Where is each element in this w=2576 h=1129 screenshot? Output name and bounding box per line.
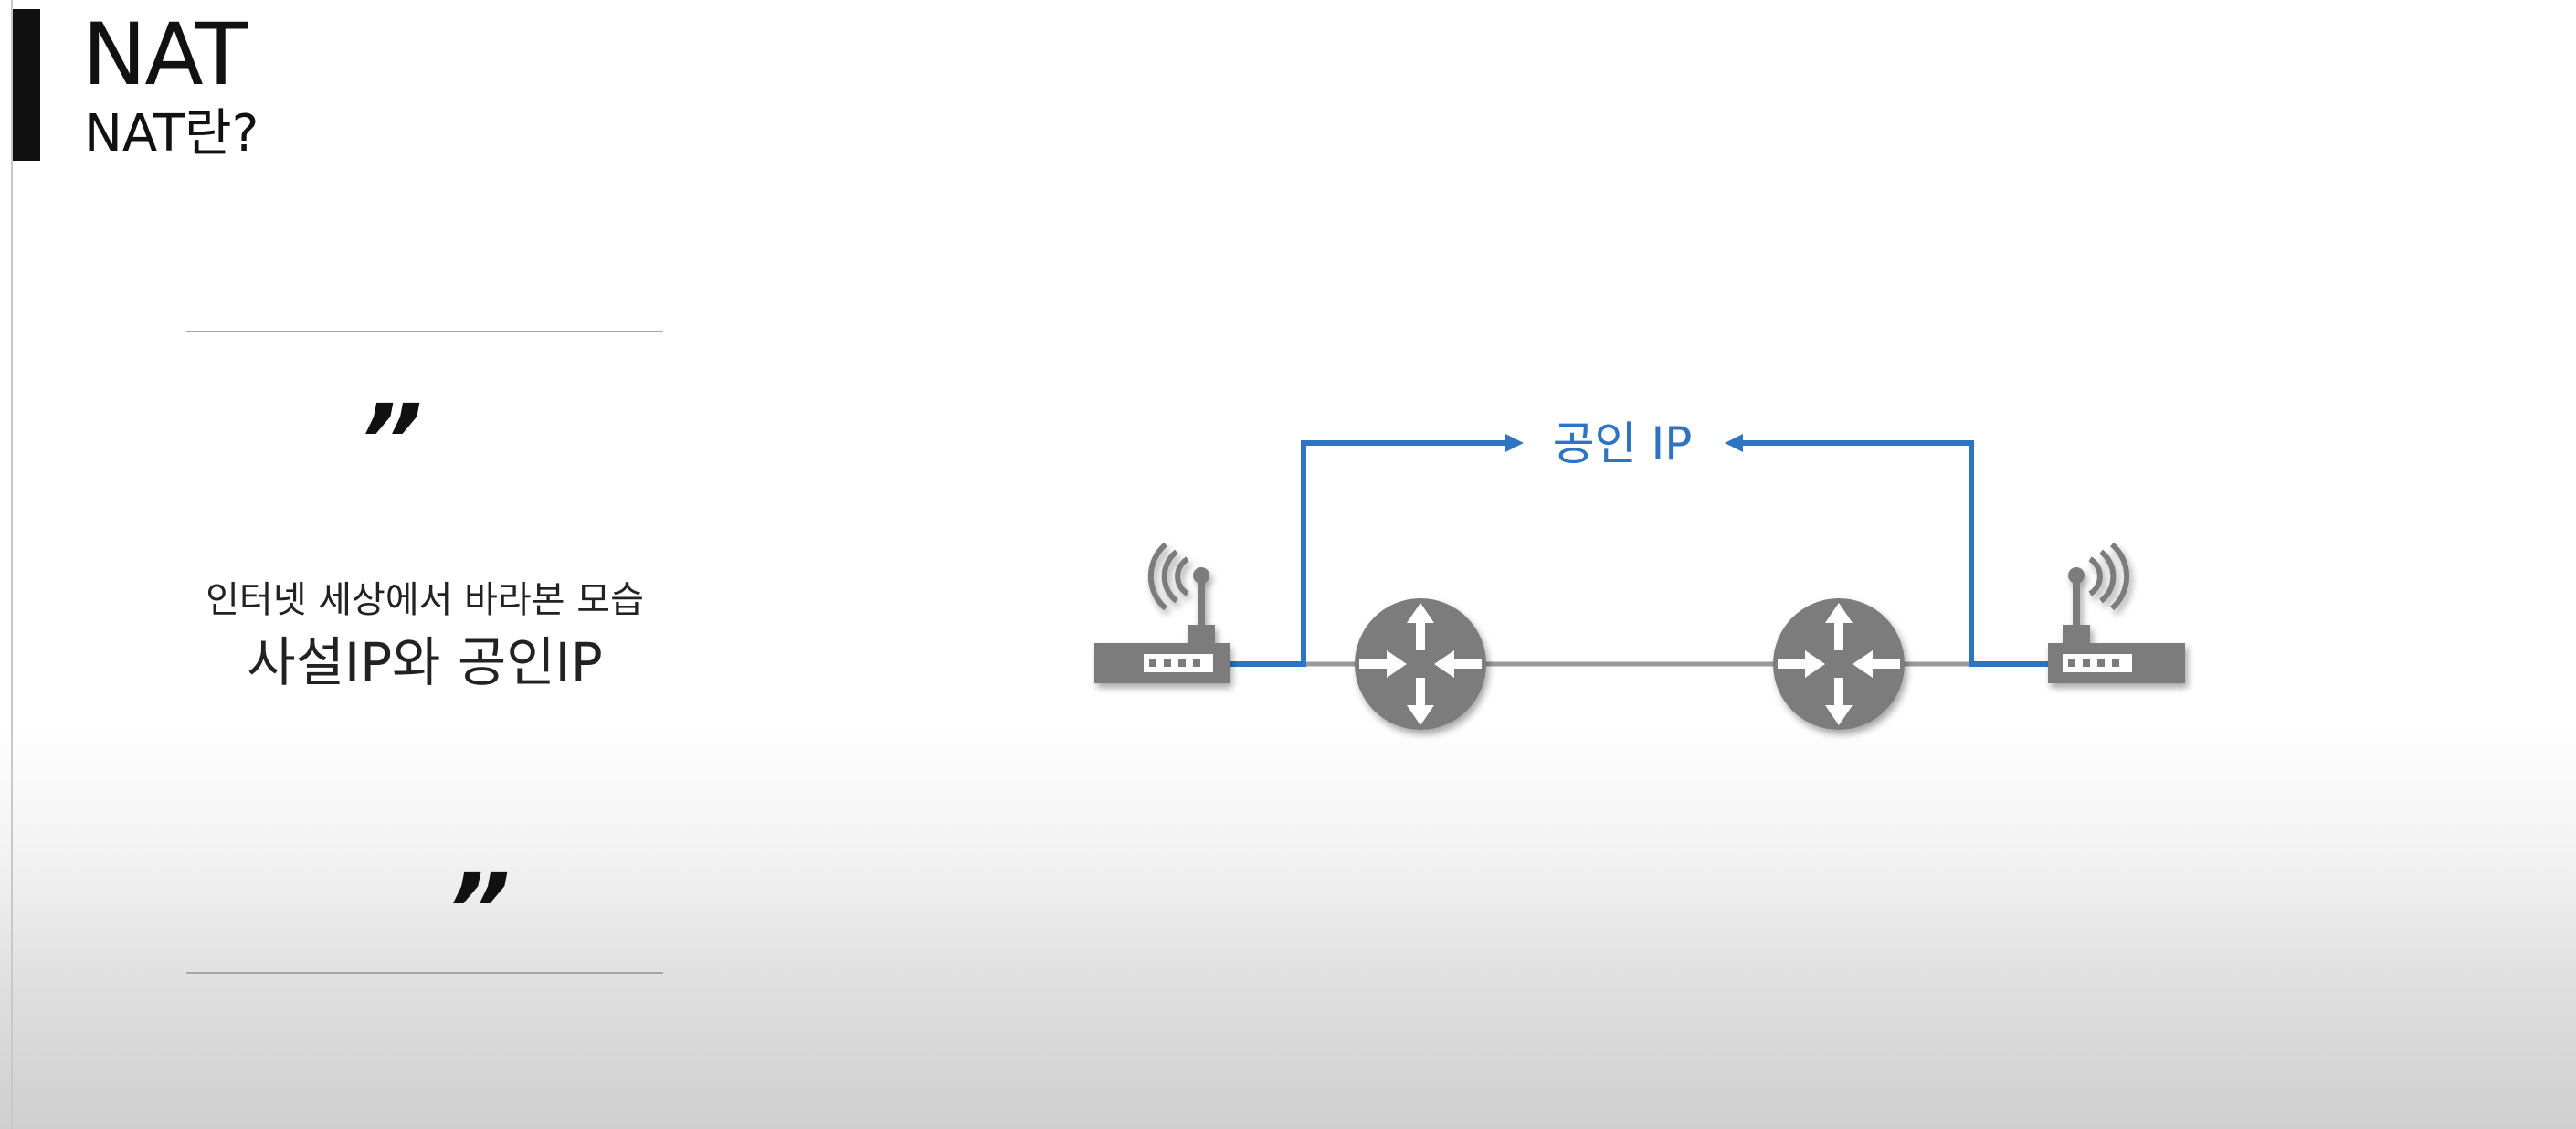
right-path-arrowhead	[1725, 434, 1743, 452]
router-icon	[1773, 598, 1905, 730]
wireless-access-point-icon	[1094, 542, 1230, 683]
open-quote-mark: ”	[358, 383, 423, 500]
quote-line-2: 사설IP와 공인IP	[247, 631, 603, 693]
left-path-arrowhead	[1505, 434, 1524, 452]
slide-subtitle: NAT란?	[84, 104, 259, 164]
quote-line-1: 인터넷 세상에서 바라본 모습	[206, 579, 644, 621]
right-public-ip-path	[1734, 440, 2053, 667]
close-quote-mark: ”	[446, 852, 511, 969]
title-accent-bar	[13, 9, 40, 161]
slide-title: NAT	[82, 5, 248, 105]
router-icon	[1355, 598, 1486, 730]
quote-bottom-divider	[186, 972, 663, 974]
public-ip-label: 공인 IP	[1553, 417, 1693, 470]
slide-left-border	[11, 0, 13, 1129]
left-public-ip-path	[1229, 440, 1516, 667]
quote-top-divider	[186, 331, 663, 332]
wireless-access-point-icon	[2048, 542, 2185, 683]
